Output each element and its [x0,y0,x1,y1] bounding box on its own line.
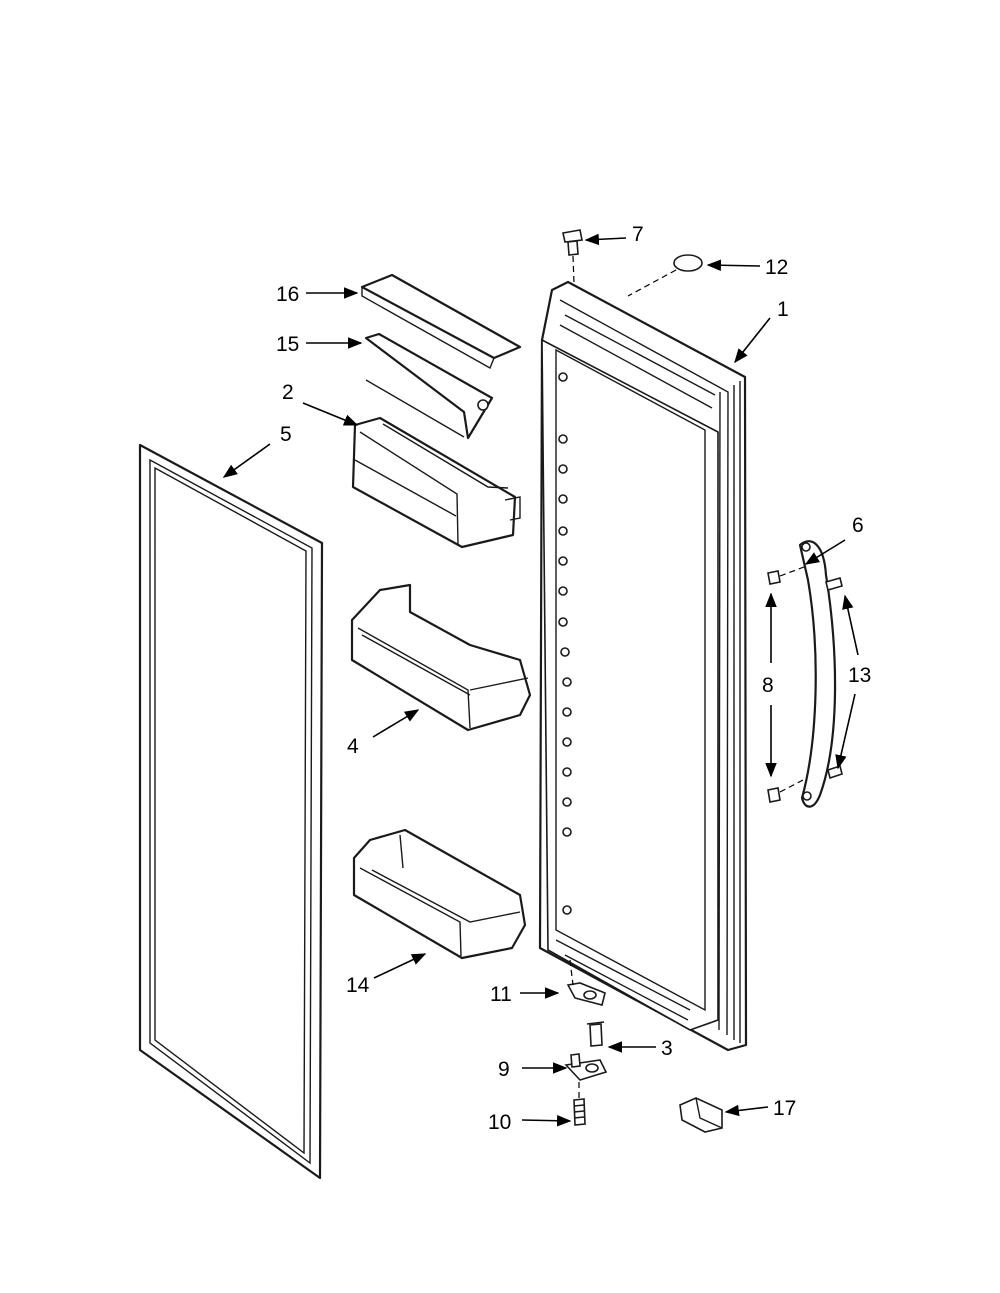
door-gasket [138,443,324,1180]
callout-5: 5 [280,423,292,446]
middle-door-bin [350,583,532,732]
callout-6: 6 [852,514,864,537]
hinge-bushing [573,1082,586,1126]
callout-13: 13 [848,664,871,687]
callout-17: 17 [773,1097,796,1120]
callout-1: 1 [777,298,789,321]
callout-leaders [222,233,859,1127]
callout-16: 16 [276,283,299,306]
hinge-pin [586,1021,605,1047]
lower-door-bin [352,828,527,960]
bottom-hinge [564,1053,608,1081]
callout-11: 11 [490,983,512,1006]
door-handle [779,540,837,808]
shelf-trim [364,332,494,440]
callout-9: 9 [498,1058,510,1081]
callout-3: 3 [661,1037,673,1060]
handle-screws [825,577,843,780]
bottom-hinge-bracket [566,959,606,1006]
handle-spacers [767,570,781,803]
callout-10: 10 [488,1111,511,1134]
callout-12: 12 [765,256,788,279]
upper-door-bin [351,416,521,549]
shelf-rail-bumps [558,372,572,915]
callout-labels: 7 12 1 16 15 2 5 6 8 13 4 14 11 3 9 10 1… [276,223,871,1134]
callout-8: 8 [762,674,774,697]
shelf-cover [360,273,522,370]
callout-14: 14 [346,974,370,997]
callout-2: 2 [282,381,294,404]
door-stop [679,1097,723,1133]
callout-7: 7 [632,223,644,246]
door-panel [538,280,748,1052]
callout-15: 15 [276,333,299,356]
callout-4: 4 [347,735,359,758]
hinge-plug [627,254,703,297]
top-hinge-screw [562,229,583,284]
